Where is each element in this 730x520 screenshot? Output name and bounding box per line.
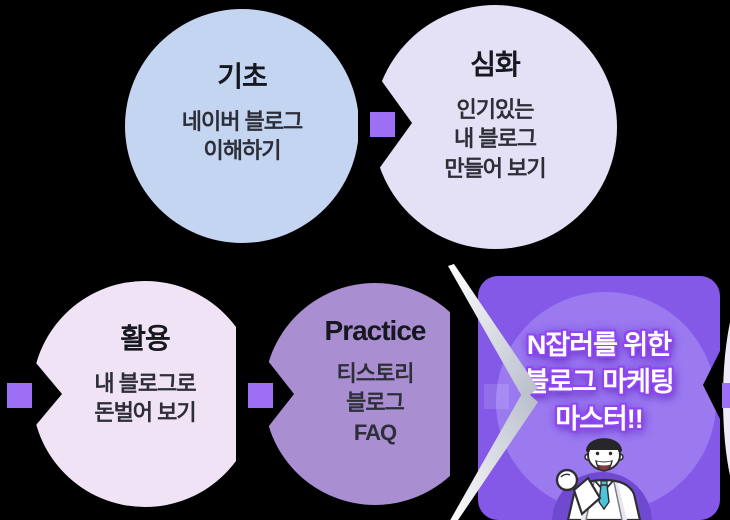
step-circle-advanced: 심화 인기있는 내 블로그 만들어 보기: [373, 5, 617, 249]
step-content-basic: 기초 네이버 블로그 이해하기: [125, 55, 359, 165]
connector-square-4: [722, 383, 730, 408]
cheering-doctor-icon: [555, 438, 642, 520]
notch-wedge-goal: [450, 271, 478, 518]
step-title-apply: 활용: [120, 322, 171, 354]
step-content-practice: Practice 티스토리 블로그 FAQ: [264, 315, 486, 446]
step-description-apply: 내 블로그로 돈벌어 보기: [94, 370, 196, 425]
step-circle-apply: 활용 내 블로그로 돈벌어 보기: [32, 281, 258, 507]
step-circle-basic: 기초 네이버 블로그 이해하기: [125, 9, 359, 243]
goal-panel: N잡러를 위한 블로그 마케팅 마스터!!: [478, 276, 720, 520]
step-content-apply: 활용 내 블로그로 돈벌어 보기: [32, 317, 258, 427]
goal-title: N잡러를 위한 블로그 마케팅 마스터!!: [524, 330, 675, 434]
step-content-advanced: 심화 인기있는 내 블로그 만들어 보기: [373, 43, 617, 182]
connector-square-3: [248, 383, 273, 408]
step-title-basic: 기초: [217, 60, 268, 92]
step-circle-practice: Practice 티스토리 블로그 FAQ: [264, 283, 486, 505]
step-description-basic: 네이버 블로그 이해하기: [181, 108, 304, 163]
connector-square-1: [370, 112, 395, 137]
step-title-advanced: 심화: [470, 49, 521, 81]
connector-square-2: [7, 383, 32, 408]
step-title-practice: Practice: [324, 315, 427, 347]
step-description-practice: 티스토리 블로그 FAQ: [336, 361, 415, 445]
step-description-advanced: 인기있는 내 블로그 만들어 보기: [444, 97, 546, 181]
chevron-right-arrow-icon: [448, 264, 538, 520]
goal-deco-square: [484, 384, 509, 409]
